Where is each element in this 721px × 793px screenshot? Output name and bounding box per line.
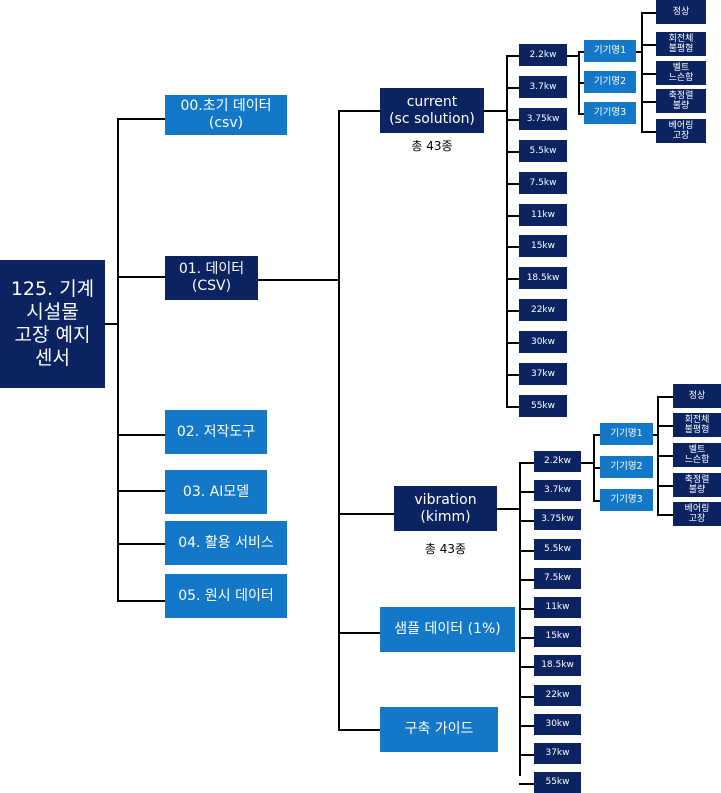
connector-line <box>641 44 656 46</box>
connector-line <box>519 549 534 552</box>
connector-line <box>567 55 578 57</box>
kw-node: 22kw <box>534 685 581 706</box>
connector-line <box>657 396 673 398</box>
fault-type-node: 베어링 고장 <box>656 119 706 143</box>
connector-line <box>519 461 534 464</box>
connector-line <box>636 51 641 53</box>
connector-line <box>519 490 534 493</box>
connector-line <box>641 12 656 14</box>
node-service: 04. 활용 서비스 <box>165 521 287 565</box>
kw-node: 22kw <box>519 299 567 321</box>
kw-node: 18.5kw <box>534 655 581 676</box>
kw-node: 5.5kw <box>534 539 581 560</box>
connector-line <box>657 514 673 516</box>
fault-type-node: 축정렬 불량 <box>673 473 721 497</box>
connector-line <box>519 578 534 581</box>
connector-line <box>506 151 519 153</box>
node-build-guide: 구축 가이드 <box>380 707 498 752</box>
node-raw-data: 05. 원시 데이터 <box>165 574 287 618</box>
kw-node: 7.5kw <box>519 172 567 194</box>
device-node: 기기명1 <box>584 40 636 62</box>
connector-line <box>519 724 534 727</box>
device-node: 기기명2 <box>584 71 636 93</box>
kw-node: 3.7kw <box>534 480 581 501</box>
connector-line <box>519 695 534 698</box>
connector-line <box>593 434 600 436</box>
device-node: 기기명3 <box>600 489 653 511</box>
connector-line <box>657 425 673 427</box>
connector-line <box>519 636 534 639</box>
connector-line <box>578 113 584 115</box>
kw-node: 11kw <box>519 204 567 226</box>
device-node: 기기명3 <box>584 102 636 124</box>
connector-line <box>657 485 673 487</box>
connector-line <box>519 753 534 756</box>
connector-line <box>506 183 519 185</box>
connector-line <box>519 665 534 668</box>
fault-type-node: 회전체 불평형 <box>656 32 706 56</box>
connector-line <box>519 519 534 522</box>
root-node: 125. 기계 시설물 고장 예지 센서 <box>0 260 105 388</box>
node-data: 01. 데이터 (CSV) <box>165 256 258 300</box>
connector-line <box>506 246 519 248</box>
kw-node: 30kw <box>519 331 567 353</box>
kw-node: 55kw <box>519 395 567 417</box>
kw-node: 15kw <box>534 626 581 647</box>
kw-node: 37kw <box>534 743 581 764</box>
connector-line <box>641 73 656 75</box>
connector-line <box>506 406 519 408</box>
connector-line <box>581 461 593 464</box>
node-authoring-tool: 02. 저작도구 <box>165 410 267 454</box>
connector-line <box>653 434 657 436</box>
connector-line <box>506 87 519 89</box>
device-node: 기기명1 <box>600 423 653 445</box>
fault-type-node: 정상 <box>656 0 706 24</box>
node-sample-data: 샘플 데이터 (1%) <box>380 607 515 652</box>
connector-line <box>578 51 584 53</box>
node-vibration: vibration (kimm) <box>394 486 497 531</box>
kw-node: 5.5kw <box>519 140 567 162</box>
connector-line <box>506 278 519 280</box>
kw-node: 37kw <box>519 363 567 385</box>
kw-node: 30kw <box>534 714 581 735</box>
connector-line <box>506 310 519 312</box>
kw-node: 15kw <box>519 235 567 257</box>
fault-type-node: 정상 <box>673 384 721 408</box>
kw-node: 2.2kw <box>519 44 567 66</box>
connector-line <box>506 342 519 344</box>
kw-node: 7.5kw <box>534 568 581 589</box>
caption-vibration: 총 43종 <box>424 542 467 556</box>
fault-type-node: 벨트 느슨함 <box>673 443 721 467</box>
connector-line <box>593 500 600 502</box>
connector-line <box>506 374 519 376</box>
kw-node: 18.5kw <box>519 267 567 289</box>
connector-line <box>506 55 519 57</box>
connector-line <box>641 12 643 131</box>
connector-line <box>641 101 656 103</box>
kw-node: 3.75kw <box>534 509 581 530</box>
kw-node: 55kw <box>534 772 581 793</box>
kw-node: 11kw <box>534 597 581 618</box>
connector-line <box>641 131 656 133</box>
node-current: current (sc solution) <box>380 88 484 133</box>
node-ai-model: 03. AI모델 <box>165 470 267 514</box>
connector-line <box>593 467 600 469</box>
kw-node: 3.75kw <box>519 108 567 130</box>
connector-line <box>657 455 673 457</box>
device-node: 기기명2 <box>600 456 653 478</box>
fault-type-node: 벨트 느슨함 <box>656 61 706 85</box>
caption-current: 총 43종 <box>411 139 453 153</box>
fault-type-node: 회전체 불평형 <box>673 413 721 437</box>
fault-type-node: 베어링 고장 <box>673 502 721 526</box>
node-initial-data: 00.초기 데이터 (csv) <box>165 95 287 135</box>
connector-line <box>506 215 519 217</box>
connector-line <box>519 607 534 610</box>
kw-node: 3.7kw <box>519 76 567 98</box>
fault-type-node: 축정렬 불량 <box>656 89 706 113</box>
connector-line <box>519 782 534 785</box>
kw-node: 2.2kw <box>534 451 581 472</box>
connector-line <box>506 119 519 121</box>
connector-line <box>578 82 584 84</box>
